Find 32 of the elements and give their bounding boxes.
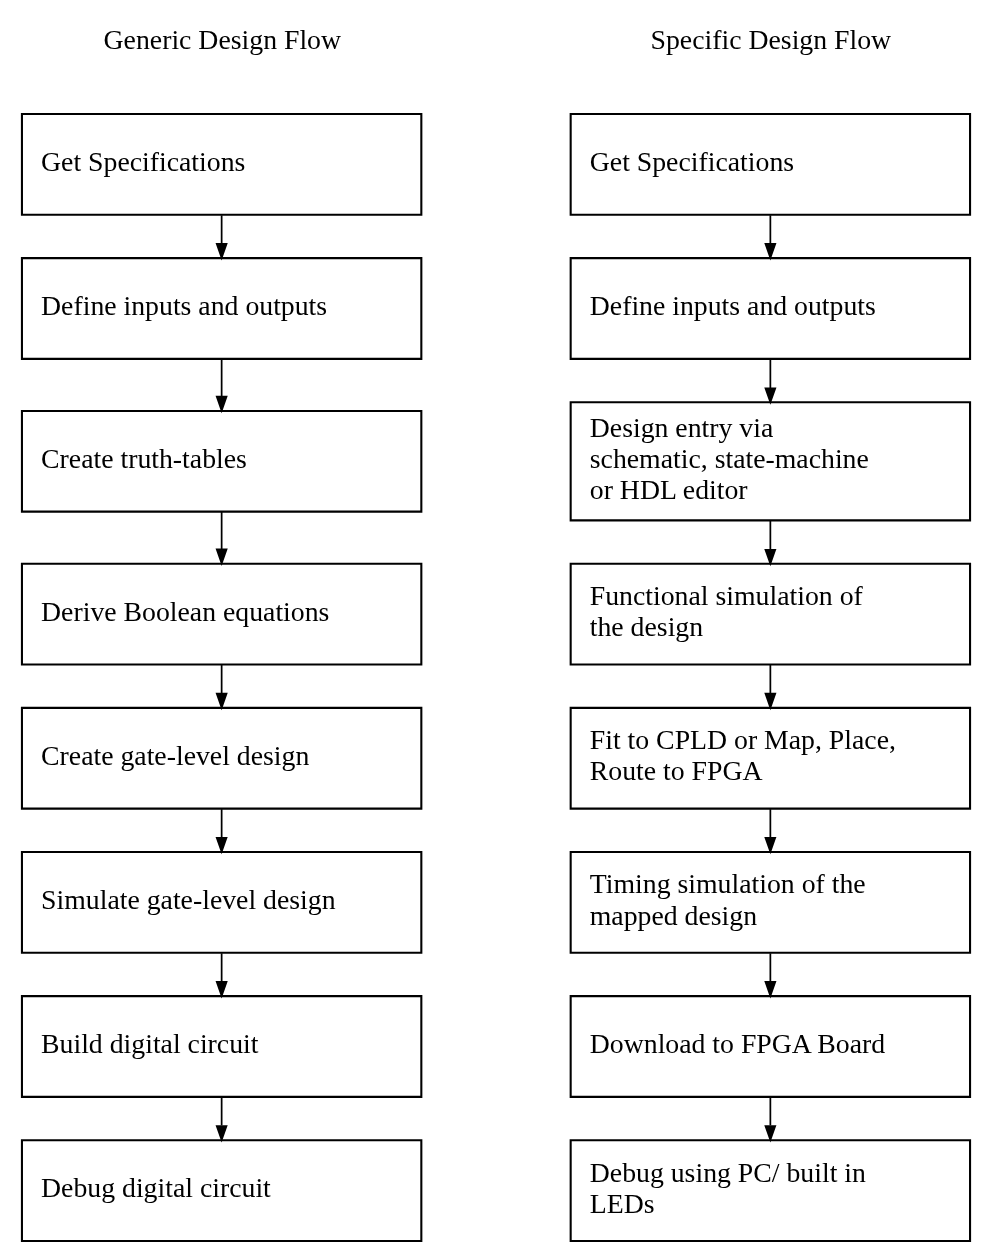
arrow — [763, 1096, 776, 1143]
arrow — [215, 952, 228, 999]
node-box: Derive Boolean equations — [20, 562, 422, 666]
arrow — [215, 664, 228, 711]
node-box: Timing simulation of the mapped design — [569, 850, 971, 954]
node-box: Get Specifications — [20, 112, 422, 216]
arrow — [763, 808, 776, 855]
node-box: Simulate gate-level design — [20, 850, 422, 954]
node-box: Define inputs and outputs — [569, 257, 971, 360]
node-box: Debug using PC/ built in LEDs — [569, 1139, 971, 1242]
node-box: Create gate-level design — [20, 706, 422, 810]
arrow — [215, 358, 228, 414]
node-box: Design entry via schematic, state-machine or HDL editor — [569, 401, 971, 522]
node-box: Debug digital circuit — [20, 1139, 422, 1242]
arrow — [763, 952, 776, 999]
node-box: Get Specifications — [569, 112, 971, 216]
node-box: Download to FPGA Board — [569, 995, 971, 1098]
arrow — [763, 664, 776, 711]
node-box: Create truth-tables — [20, 409, 422, 513]
arrow — [763, 214, 776, 261]
arrow — [763, 519, 776, 567]
label: Generic Design Flow — [103, 24, 341, 56]
label: Specific Design Flow — [650, 24, 891, 56]
arrow — [215, 511, 228, 566]
arrow — [763, 358, 776, 405]
node-box: Functional simulation of the design — [569, 562, 971, 666]
node-box: Define inputs and outputs — [20, 257, 422, 360]
node-box: Fit to CPLD or Map, Place, Route to FPGA — [569, 706, 971, 810]
arrow — [215, 1096, 228, 1143]
arrow — [215, 808, 228, 855]
arrow — [215, 214, 228, 261]
node-box: Build digital circuit — [20, 995, 422, 1098]
